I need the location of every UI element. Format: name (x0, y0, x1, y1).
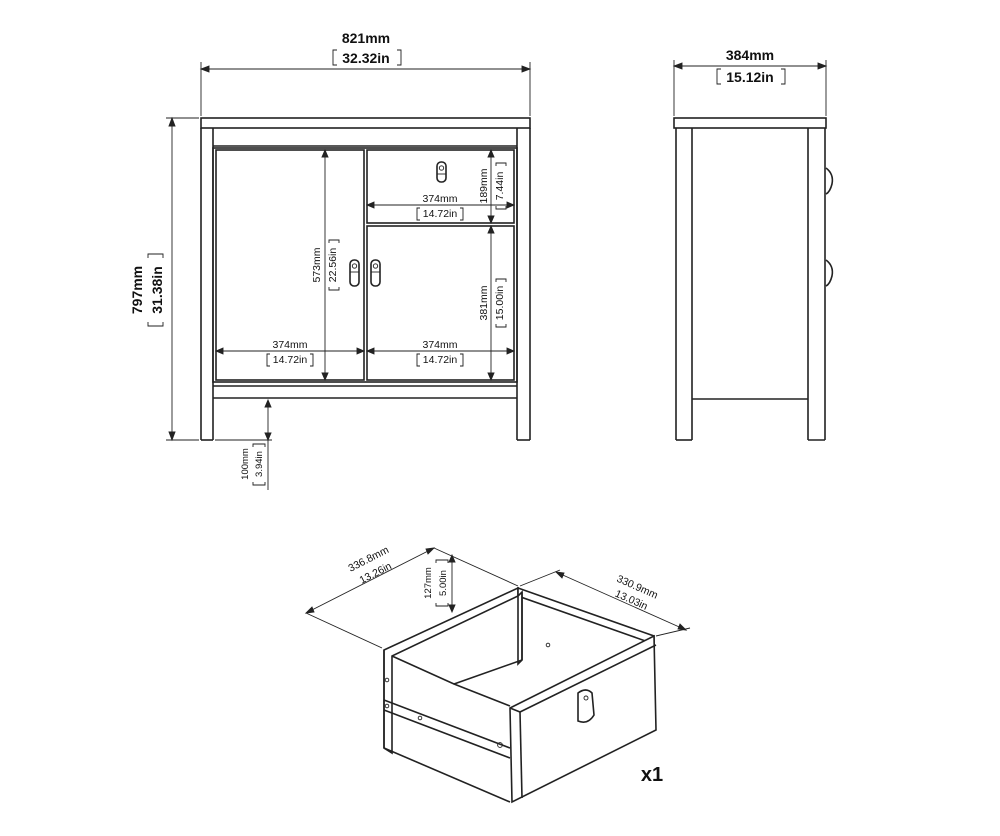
side-drawer-handle-icon (825, 167, 834, 195)
drawer-width-in: 14.72in (423, 208, 458, 220)
left-door-width-mm: 374mm (272, 339, 307, 351)
drawer-box-height-mm: 127mm (423, 567, 434, 599)
left-door (215, 149, 365, 381)
drawer-height-in: 7.44in (494, 172, 506, 201)
door-frame (212, 147, 518, 383)
leg-height-mm: 100mm (240, 448, 251, 480)
side-door-handle-icon (825, 259, 834, 287)
side-view: 384mm 15.12in (672, 47, 834, 441)
drawer-box-handle-icon (577, 689, 595, 723)
front-view: 821mm 32.32in 797mm 31.38in 573mm 22.56i… (129, 30, 532, 490)
leg-height-in: 3.94in (254, 451, 265, 477)
overall-width-in: 32.32in (342, 50, 389, 66)
right-door-width-in: 14.72in (423, 354, 458, 366)
right-door-handle-icon (370, 259, 381, 287)
door-height-mm: 573mm (311, 247, 323, 282)
cabinet-top (200, 117, 531, 129)
drawer-front (366, 149, 515, 224)
drawer-handle-icon (436, 161, 447, 183)
drawer-height-mm: 189mm (478, 168, 490, 203)
overall-height-in: 31.38in (149, 266, 165, 313)
side-depth-in: 15.12in (726, 69, 773, 85)
lower-door-height-in: 15.00in (494, 286, 506, 321)
drawer-isometric: 336.8mm 13.26in 127mm 5.00in 330.9mm 13.… (304, 544, 691, 804)
left-door-handle-icon (349, 259, 360, 287)
drawer-width-mm: 374mm (422, 193, 457, 205)
drawer-box-height-in: 5.00in (438, 570, 449, 596)
side-depth-mm: 384mm (726, 47, 774, 63)
lower-door-height-mm: 381mm (478, 285, 490, 320)
drawer-quantity-label: x1 (641, 764, 663, 786)
overall-width-mm: 821mm (342, 30, 390, 46)
door-height-in: 22.56in (327, 248, 339, 283)
right-door-width-mm: 374mm (422, 339, 457, 351)
side-top (673, 117, 827, 129)
overall-height-mm: 797mm (129, 266, 145, 314)
right-door (366, 225, 515, 381)
left-door-width-in: 14.72in (273, 354, 308, 366)
